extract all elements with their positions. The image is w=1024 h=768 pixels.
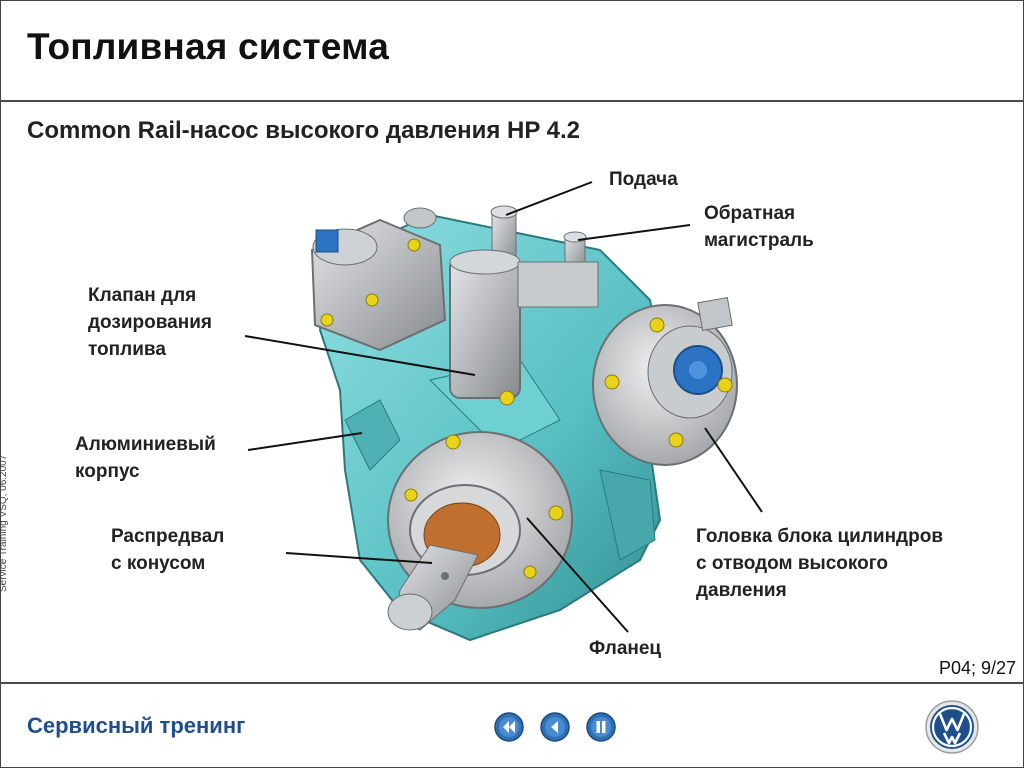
double-arrow-left-icon [494,712,524,742]
vw-logo [925,700,979,754]
callout-flange: Фланец [589,635,661,662]
vw-logo-icon [925,700,979,754]
footer-brand-text: Сервисный тренинг [27,713,245,739]
pause-icon [586,712,616,742]
nav-pause-button[interactable] [586,712,616,742]
leader-cylinder-head [705,428,762,512]
callout-metering-valve: Клапан для дозирования топлива [88,282,212,363]
nav-prev-button[interactable] [540,712,570,742]
page-number: P04; 9/27 [939,658,1016,679]
callout-aluminum-housing: Алюминиевый корпус [75,431,216,485]
side-note: Service Training VSQ, 06.2007 [0,412,9,592]
leader-supply [506,182,592,215]
arrow-left-icon [540,712,570,742]
callout-cylinder-head: Головка блока цилиндров с отводом высоко… [696,523,943,604]
callout-supply: Подача [609,166,678,193]
callout-return-line: Обратная магистраль [704,200,814,254]
callout-camshaft: Распредвал с конусом [111,523,224,577]
leader-return [578,225,690,240]
nav-first-button[interactable] [494,712,524,742]
